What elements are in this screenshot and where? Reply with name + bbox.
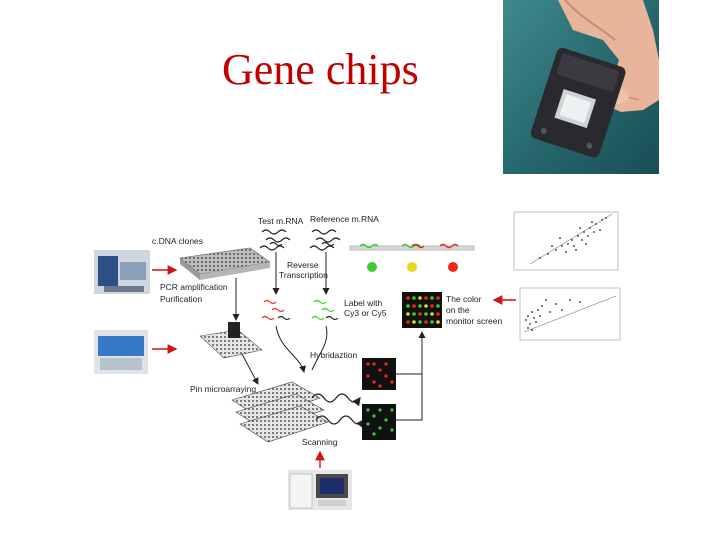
test-mrna-strands bbox=[259, 229, 291, 251]
scanner-computer-image bbox=[288, 470, 352, 510]
pcr-machine-image bbox=[94, 330, 148, 374]
cdna-clones-label: c.DNA clones bbox=[152, 236, 203, 246]
probe-strip bbox=[349, 243, 475, 251]
monitor-screen-label: monitor screen bbox=[446, 316, 502, 326]
cdna-plate bbox=[179, 247, 271, 280]
labeled-cdna-test bbox=[261, 299, 291, 321]
pin-microarraying-label: Pin microarraying bbox=[190, 384, 256, 394]
purification-label: Purification bbox=[160, 294, 202, 304]
labeled-cdna-reference bbox=[311, 299, 339, 321]
microarray-slides bbox=[231, 381, 329, 443]
hybridization-label: Hybridaztion bbox=[310, 350, 358, 360]
reference-mrna-label: Reference m.RNA bbox=[310, 214, 379, 224]
red-spot bbox=[448, 262, 458, 272]
glass-slide bbox=[199, 322, 263, 359]
the-color-label: The color bbox=[446, 294, 482, 304]
cy3-cy5-label: Cy3 or Cy5 bbox=[344, 308, 387, 318]
slide-title: Gene chips bbox=[222, 45, 419, 94]
scatter-plot-bottom bbox=[519, 287, 621, 341]
on-the-label: on the bbox=[446, 305, 470, 315]
label-with-label: Label with bbox=[344, 298, 383, 308]
combined-color-image bbox=[402, 292, 442, 328]
reference-mrna-strands bbox=[309, 229, 341, 251]
robot-instrument-image bbox=[94, 250, 150, 294]
green-spot bbox=[367, 262, 377, 272]
transcription-label: Transcription bbox=[279, 270, 328, 280]
yellow-spot bbox=[407, 262, 417, 272]
scatter-plot-top bbox=[513, 211, 619, 271]
scan-image-red bbox=[362, 358, 396, 390]
gene-chip-photo bbox=[503, 0, 659, 174]
scanning-label: Scanning bbox=[302, 437, 338, 447]
pcr-amplification-label: PCR amplification bbox=[160, 282, 228, 292]
test-mrna-label: Test m.RNA bbox=[258, 216, 304, 226]
scan-image-green bbox=[362, 404, 396, 440]
reverse-label: Reverse bbox=[287, 260, 319, 270]
